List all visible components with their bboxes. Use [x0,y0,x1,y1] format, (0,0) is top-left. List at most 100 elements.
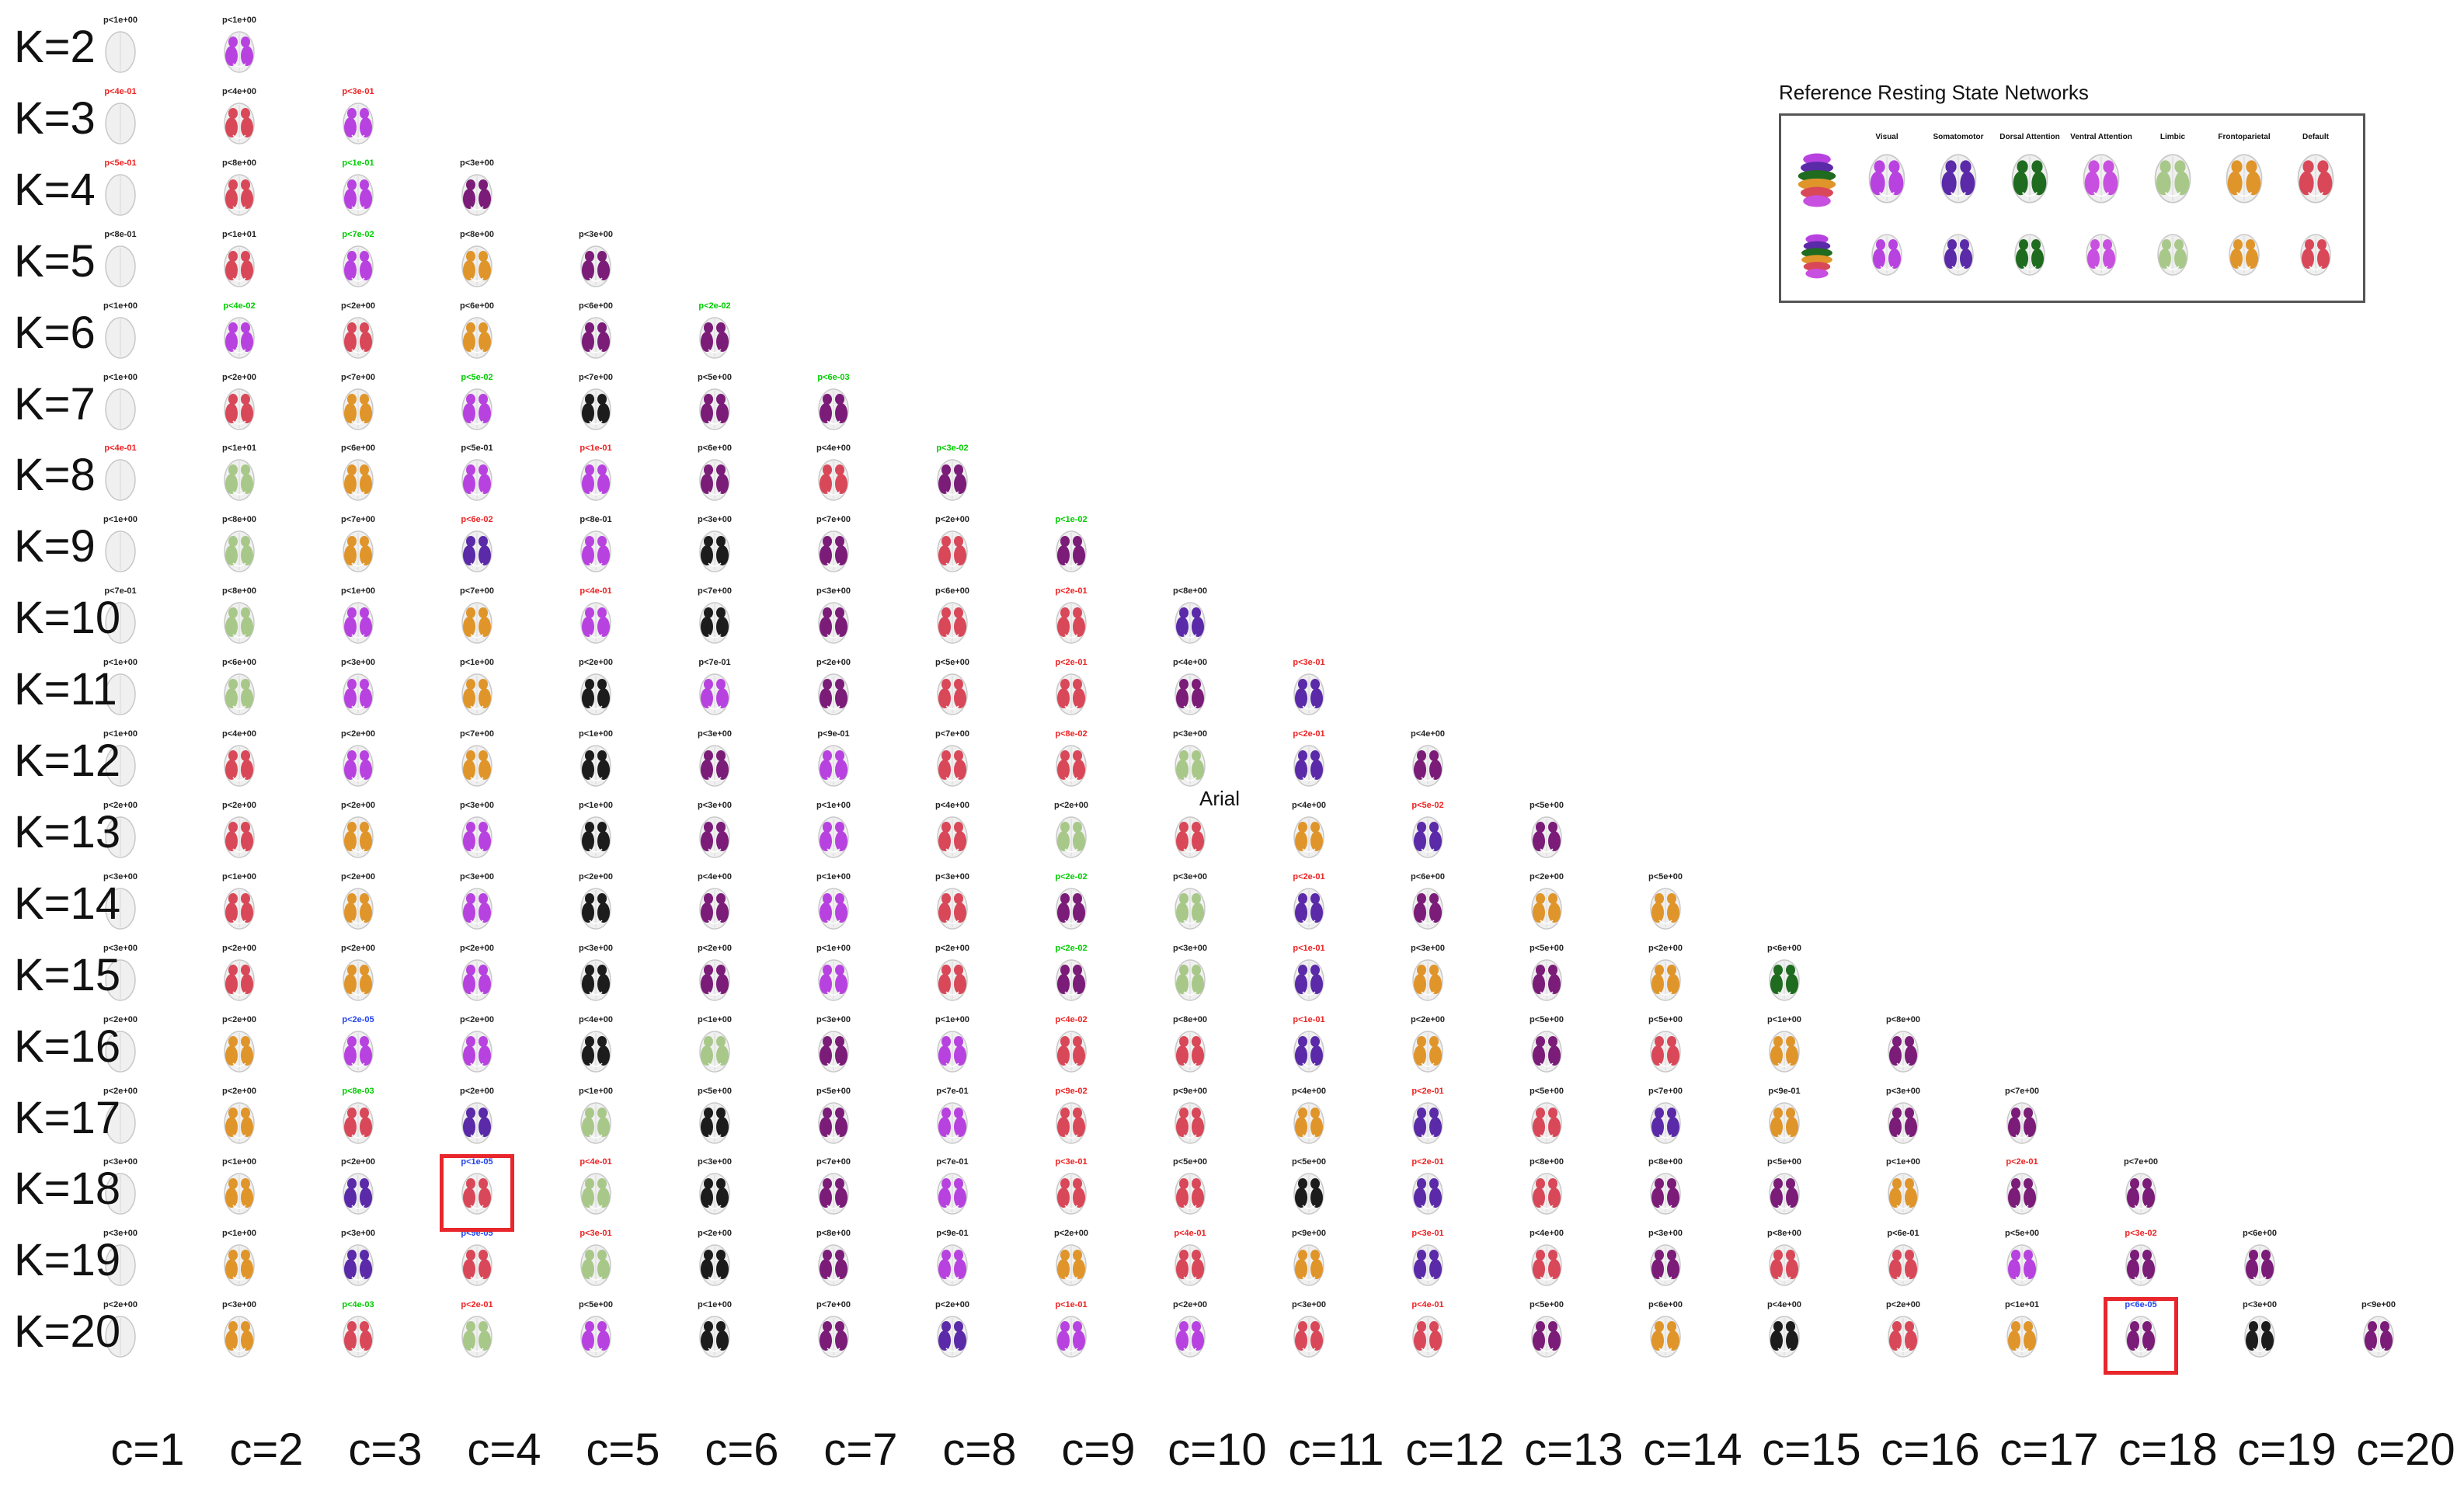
p-value-label: p<1e-05 [461,1157,493,1167]
brain-shape [1293,1173,1324,1215]
network-cell: p<1e+00 [78,729,163,801]
p-value-label: p<2e+00 [1529,871,1564,882]
brain-shape [699,316,730,359]
brain-map-icon [103,101,137,146]
p-value-label: p<1e-01 [1055,1300,1088,1310]
legend-brain-side-icon [2010,232,2050,281]
legend-brain-side-icon [2153,232,2193,281]
brain-map-icon [1173,1243,1207,1288]
brain-map-icon [698,457,732,503]
brain-shape [461,745,492,787]
network-cell: p<4e-02 [1028,1015,1114,1087]
legend-brain [2083,154,2120,203]
brain-map-icon [1292,1101,1326,1146]
network-cell: p<6e+00 [910,586,995,658]
network-cell: p<5e-02 [1385,801,1470,872]
p-value-label: p<1e+01 [221,443,257,454]
network-cell: p<5e+00 [553,1300,639,1372]
network-cell: p<1e-01 [1266,1015,1352,1087]
legend-brain-top-icon [2295,148,2336,213]
brain-shape [343,459,374,502]
network-cell: p<8e+00 [1623,1157,1708,1229]
brain-map-icon [1767,1243,1801,1288]
legend-brain-top-icon [1938,148,1979,213]
network-cell: p<2e+00 [197,944,282,1015]
brain-map-icon [222,457,256,503]
brain-map-icon [935,600,969,645]
row-label: K=5 [14,235,96,287]
p-value-label: p<9e+00 [2361,1300,2396,1310]
brain-map-icon [341,815,375,860]
network-cell: p<2e+00 [672,1229,757,1300]
brain-map-icon [1054,1171,1088,1216]
brain-map-icon [222,244,256,289]
network-cell: p<8e+00 [1504,1157,1589,1229]
brain-shape [1531,816,1562,858]
brain-map-icon [1530,958,1564,1003]
brain-map-icon [935,457,969,503]
brain-map-icon [579,387,613,432]
network-cell: p<1e+00 [910,1015,995,1087]
network-cell: p<5e+00 [1979,1229,2065,1300]
brain-shape [2006,1244,2038,1287]
p-value-label: p<2e+00 [340,943,376,953]
brain-shape [1175,1173,1206,1215]
brain-shape [461,388,492,430]
brain-shape [1650,1244,1681,1287]
p-value-label: p<3e-01 [342,86,374,96]
brain-shape [580,673,611,715]
p-value-label: p<8e-01 [104,229,137,239]
brain-map-icon [103,315,137,360]
legend-brain-side-icon [2295,232,2336,281]
p-value-label: p<3e+00 [1885,1086,1921,1096]
p-value-label: p<3e+00 [1291,1300,1327,1310]
brain-shape [937,1244,968,1287]
brain-shape [461,174,492,216]
brain-map-icon [341,1029,375,1074]
brain-shape [105,316,136,359]
network-cell: p<7e+00 [791,1300,876,1372]
p-value-label: p<2e+00 [221,1014,257,1024]
row-label: K=7 [14,378,96,430]
p-value-label: p<1e+00 [103,729,138,739]
p-value-label: p<2e+00 [1410,1014,1446,1024]
brain-shape [343,1316,374,1358]
p-value-label: p<1e+00 [103,658,138,668]
brain-map-icon [579,958,613,1003]
brain-map-icon [1530,1101,1564,1146]
network-cell: p<2e+00 [1504,872,1589,944]
brain-map-icon [2124,1314,2158,1359]
brain-shape [1293,958,1324,1001]
brain-shape [818,1173,849,1215]
brain-map-icon [935,815,969,860]
p-value-label: p<1e+00 [578,729,614,739]
p-value-label: p<2e-01 [1293,729,1325,739]
brain-map-icon [816,1101,851,1146]
network-cell: p<2e+00 [553,658,639,729]
network-cell: p<6e+00 [434,301,520,373]
legend-title: Reference Resting State Networks [1779,81,2089,104]
p-value-label: p<7e+00 [816,515,851,525]
brain-shape [1769,958,1800,1001]
network-cell: p<2e+00 [1623,944,1708,1015]
network-cell: p<2e-01 [1266,729,1352,801]
brain-map-icon [1648,958,1683,1003]
p-value-label: p<1e-02 [1055,515,1088,525]
network-cell: p<5e+00 [1623,872,1708,944]
brain-shape [699,745,730,787]
network-cell: p<2e+00 [315,801,401,872]
legend-brain [2297,154,2334,203]
brain-map-icon [460,815,494,860]
network-cell: p<6e+00 [553,301,639,373]
network-cell: p<3e-01 [315,87,401,158]
brain-shape [1650,1316,1681,1358]
network-cell: p<2e+00 [672,944,757,1015]
brain-map-icon [935,1314,969,1359]
brain-map-icon [103,1171,137,1216]
brain-shape [1650,958,1681,1001]
network-cell: p<3e+00 [434,801,520,872]
brain-map-icon [1411,743,1445,788]
p-value-label: p<4e+00 [221,86,257,96]
network-cell: p<4e+00 [791,443,876,515]
